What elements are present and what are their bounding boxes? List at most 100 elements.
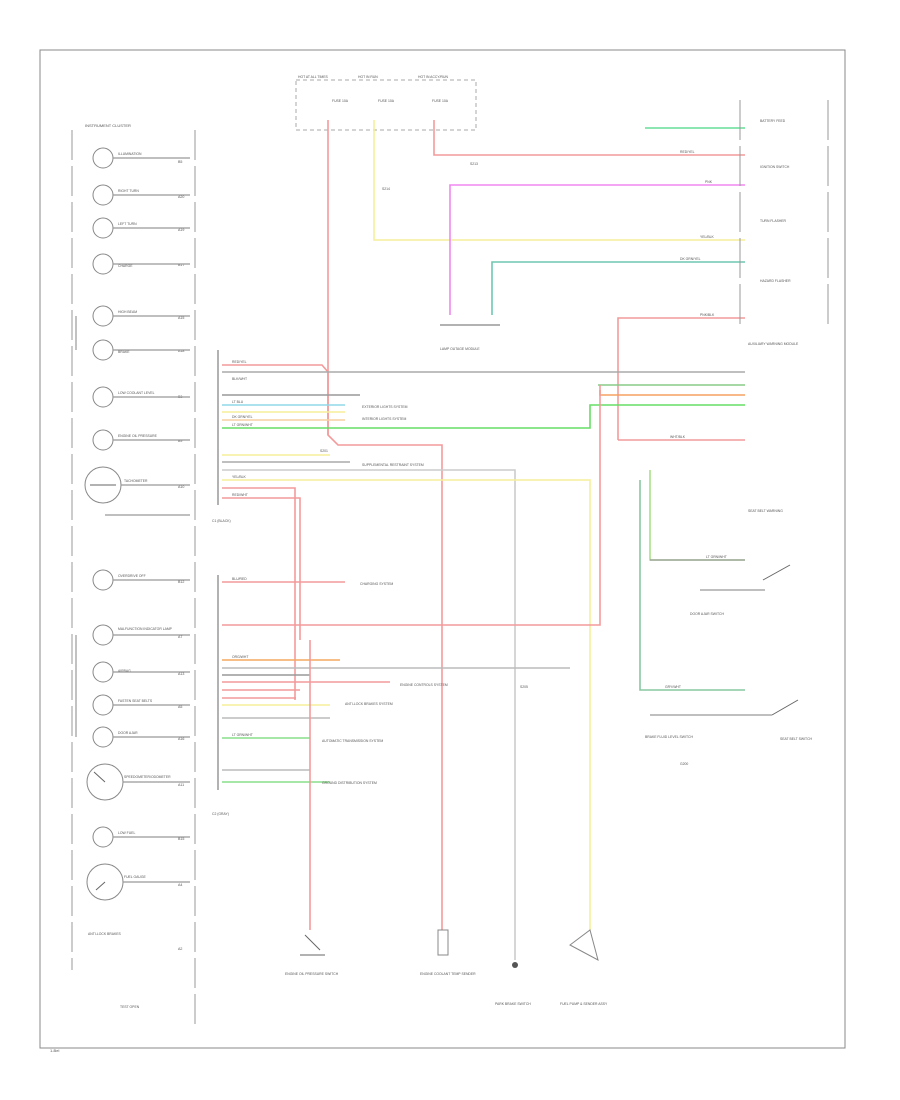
svg-text:LOW FUEL: LOW FUEL	[118, 831, 135, 835]
cluster-leads	[75, 157, 190, 883]
ref-transmission: AUTOMATIC TRANSMISSION SYSTEM	[322, 739, 383, 743]
ref-ground-dist: GROUND DISTRIBUTION SYSTEM	[322, 781, 377, 785]
svg-text:PNK: PNK	[705, 180, 713, 184]
svg-text:LT GRN/WHT: LT GRN/WHT	[232, 423, 253, 427]
svg-text:HOT IN RUN: HOT IN RUN	[358, 75, 378, 79]
right-module-leads	[650, 559, 772, 716]
svg-text:FUSE 10A: FUSE 10A	[332, 99, 349, 103]
svg-text:ANTI-LOCK BRAKES: ANTI-LOCK BRAKES	[88, 932, 122, 936]
svg-text:ENGINE COOLANT TEMP SENDER: ENGINE COOLANT TEMP SENDER	[420, 972, 476, 976]
svg-text:WHT/BLK: WHT/BLK	[670, 435, 686, 439]
svg-text:A2: A2	[178, 947, 182, 951]
svg-text:A10: A10	[178, 485, 184, 489]
svg-text:FUEL PUMP & SENDER ASSY: FUEL PUMP & SENDER ASSY	[560, 1002, 608, 1006]
bottom-components: ENGINE OIL PRESSURE SWITCH ENGINE COOLAN…	[120, 762, 688, 1009]
splice-s213: S213	[470, 162, 478, 166]
svg-text:A20: A20	[178, 195, 184, 199]
svg-text:B15: B15	[178, 837, 184, 841]
page-code: 1-Bel	[50, 1048, 59, 1053]
svg-text:IGNITION SWITCH: IGNITION SWITCH	[760, 165, 790, 169]
connector-c2: C2 (GRAY)	[212, 812, 229, 816]
svg-text:YEL/BLK: YEL/BLK	[700, 235, 714, 239]
svg-text:GRY/WHT: GRY/WHT	[665, 685, 681, 689]
svg-text:TACHOMETER: TACHOMETER	[124, 479, 148, 483]
svg-text:BATTERY FEED: BATTERY FEED	[760, 119, 786, 123]
splice-s214: S214	[382, 187, 390, 191]
svg-text:HIGH BEAM: HIGH BEAM	[118, 310, 137, 314]
test-open-label: TEST OPEN	[120, 1005, 140, 1009]
svg-text:DOOR AJAR SWITCH: DOOR AJAR SWITCH	[690, 612, 724, 616]
wire-harness	[222, 120, 745, 960]
svg-text:SEAT BELT SWITCH: SEAT BELT SWITCH	[780, 737, 813, 741]
svg-text:BRAKE FLUID LEVEL SWITCH: BRAKE FLUID LEVEL SWITCH	[645, 735, 693, 739]
svg-text:A16: A16	[178, 737, 184, 741]
svg-text:TURN FLASHER: TURN FLASHER	[760, 219, 787, 223]
svg-text:RED/WHT: RED/WHT	[232, 493, 248, 497]
svg-text:B12: B12	[178, 580, 184, 584]
ref-engine-controls: ENGINE CONTROLS SYSTEM	[400, 683, 448, 687]
splice-s205: S205	[520, 685, 528, 689]
ref-supplemental-restraint: SUPPLEMENTAL RESTRAINT SYSTEM	[362, 463, 424, 467]
svg-text:FUSE 10A: FUSE 10A	[378, 99, 395, 103]
svg-text:MALFUNCTION INDICATOR LAMP: MALFUNCTION INDICATOR LAMP	[118, 627, 173, 631]
svg-text:B5: B5	[178, 160, 182, 164]
ground-label: G200	[680, 762, 688, 766]
right-components: BATTERY FEED IGNITION SWITCH TURN FLASHE…	[440, 100, 829, 741]
svg-text:ENGINE OIL PRESSURE: ENGINE OIL PRESSURE	[118, 434, 158, 438]
svg-text:A13: A13	[178, 672, 184, 676]
cluster-title: INSTRUMENT CLUSTER	[85, 123, 131, 128]
svg-text:LAMP OUTAGE MODULE: LAMP OUTAGE MODULE	[440, 347, 480, 351]
wire-color-tags: RED/YEL BLK/WHT LT BLU DK GRN/YEL LT GRN…	[232, 150, 727, 737]
svg-text:LT GRN/WHT: LT GRN/WHT	[232, 733, 253, 737]
svg-text:AUXILIARY WARNING MODULE: AUXILIARY WARNING MODULE	[748, 342, 799, 346]
svg-text:SEAT BELT WARNING: SEAT BELT WARNING	[748, 509, 783, 513]
svg-text:AIRBAG: AIRBAG	[118, 669, 131, 673]
fuel-gauge: FUEL GAUGE A4	[86, 863, 182, 901]
svg-text:A4: A4	[178, 883, 182, 887]
fuel-sender: FUEL PUMP & SENDER ASSY	[560, 929, 608, 1006]
svg-text:FUEL GAUGE: FUEL GAUGE	[124, 875, 146, 879]
svg-text:BLK/WHT: BLK/WHT	[232, 377, 247, 381]
ref-interior-lights: INTERIOR LIGHTS SYSTEM	[362, 417, 406, 421]
ref-anti-lock: ANTI-LOCK BRAKES SYSTEM	[345, 702, 393, 706]
svg-text:A18: A18	[178, 349, 184, 353]
ref-charging: CHARGING SYSTEM	[360, 582, 393, 586]
lamp-high-beam: HIGH BEAM A15	[92, 305, 184, 327]
svg-text:DK GRN/YEL: DK GRN/YEL	[680, 257, 701, 261]
lamp-anti-lock: ANTI-LOCK BRAKES A2	[88, 932, 182, 951]
fuse-block: HOT AT ALL TIMES HOT IN RUN HOT IN ACCY/…	[295, 75, 477, 131]
svg-text:YEL/BLK: YEL/BLK	[232, 475, 246, 479]
svg-text:RIGHT TURN: RIGHT TURN	[118, 189, 139, 193]
svg-text:PNK/BLK: PNK/BLK	[700, 313, 715, 317]
svg-text:ENGINE OIL PRESSURE SWITCH: ENGINE OIL PRESSURE SWITCH	[285, 972, 339, 976]
svg-text:OVERDRIVE OFF: OVERDRIVE OFF	[118, 574, 146, 578]
svg-text:LOW COOLANT LEVEL: LOW COOLANT LEVEL	[118, 391, 155, 395]
svg-text:HOT AT ALL TIMES: HOT AT ALL TIMES	[298, 75, 329, 79]
svg-text:A11: A11	[178, 783, 184, 787]
svg-text:A19: A19	[178, 228, 184, 232]
diagram-border	[39, 49, 846, 1049]
svg-text:SPEEDOMETER/ODOMETER: SPEEDOMETER/ODOMETER	[124, 775, 171, 779]
svg-text:DOOR AJAR: DOOR AJAR	[118, 731, 138, 735]
splice-s201: S201	[320, 449, 328, 453]
lamp-low-fuel: LOW FUEL B15	[92, 826, 184, 848]
svg-text:A15: A15	[178, 316, 184, 320]
svg-text:HAZARD FLASHER: HAZARD FLASHER	[760, 279, 791, 283]
svg-text:DK GRN/YEL: DK GRN/YEL	[232, 415, 253, 419]
coolant-temp-sender: ENGINE COOLANT TEMP SENDER	[420, 929, 476, 976]
ref-exterior-lights: EXTERIOR LIGHTS SYSTEM	[362, 405, 408, 409]
svg-text:RED/YEL: RED/YEL	[232, 360, 247, 364]
svg-text:FASTEN SEAT BELTS: FASTEN SEAT BELTS	[118, 699, 153, 703]
svg-text:B17: B17	[178, 263, 184, 267]
svg-text:FUSE 10A: FUSE 10A	[432, 99, 449, 103]
svg-text:CHARGE: CHARGE	[118, 264, 133, 268]
svg-text:ILLUMINATION: ILLUMINATION	[118, 152, 142, 156]
svg-text:HOT IN ACCY/RUN: HOT IN ACCY/RUN	[418, 75, 448, 79]
svg-text:LT BLU: LT BLU	[232, 400, 244, 404]
svg-text:RED/YEL: RED/YEL	[680, 150, 695, 154]
svg-text:PARK BRAKE SWITCH: PARK BRAKE SWITCH	[495, 1002, 531, 1006]
connector-c1: C1 (BLACK)	[212, 519, 231, 523]
